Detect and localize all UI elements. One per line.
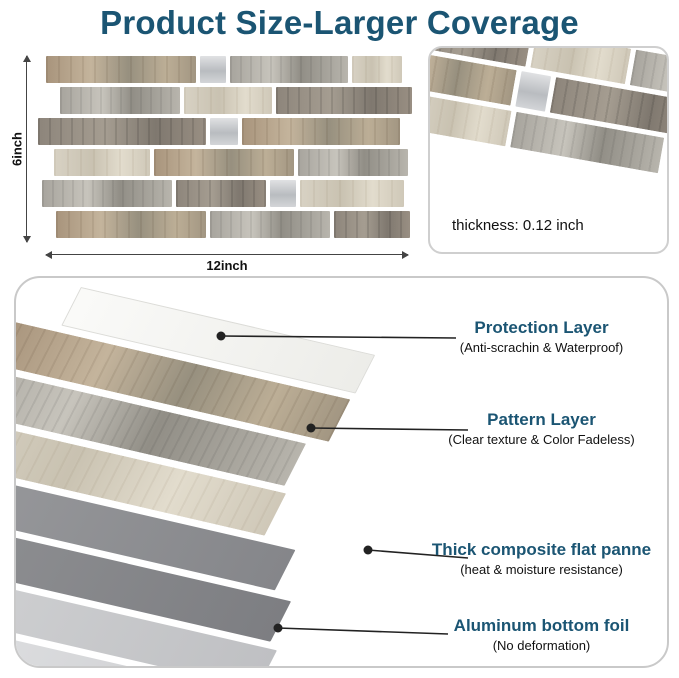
layer-title: Aluminum bottom foil <box>453 616 630 635</box>
height-label: 6inch <box>9 132 25 166</box>
plank <box>230 56 348 83</box>
plank <box>242 118 400 145</box>
layer-label-pattern: Pattern Layer (Clear texture & Color Fad… <box>424 410 659 447</box>
tile-panel-front <box>38 56 412 242</box>
plank <box>154 149 294 176</box>
plank <box>276 87 412 114</box>
width-arrow <box>45 250 409 259</box>
plank <box>210 211 330 238</box>
plank <box>56 211 206 238</box>
page-title: Product Size-Larger Coverage <box>100 4 579 41</box>
layer-subtitle: (Clear texture & Color Fadeless) <box>448 432 635 447</box>
layer-title: Pattern Layer <box>487 410 596 429</box>
plank <box>38 118 206 145</box>
plank <box>298 149 408 176</box>
plank <box>334 211 410 238</box>
plank-row <box>46 56 408 83</box>
plank-row <box>42 180 408 207</box>
plank <box>54 149 150 176</box>
plank <box>46 56 196 83</box>
height-arrow <box>22 55 31 243</box>
exploded-layers <box>16 278 471 666</box>
plank-row <box>38 118 408 145</box>
plank <box>352 56 402 83</box>
layer-subtitle: (Anti-scrachin & Waterproof) <box>459 340 624 355</box>
layer-title: Protection Layer <box>474 318 609 337</box>
thickness-label: thickness: 0.12 inch <box>452 217 584 234</box>
plank <box>176 180 266 207</box>
layer-subtitle: (No deformation) <box>492 638 591 653</box>
plank <box>300 180 404 207</box>
width-label: 12inch <box>206 258 248 273</box>
plank-row <box>54 149 408 176</box>
layer-label-protection: Protection Layer (Anti-scrachin & Waterp… <box>424 318 659 355</box>
plank-aluminum <box>270 180 296 207</box>
plank <box>60 87 180 114</box>
plank <box>42 180 172 207</box>
layer-title: Thick composite flat panne <box>431 540 652 559</box>
tile-panel-angled <box>430 48 667 187</box>
plank-aluminum <box>200 56 226 83</box>
plank-row <box>60 87 412 114</box>
layer-label-aluminum: Aluminum bottom foil (No deformation) <box>424 616 659 653</box>
plank-aluminum <box>210 118 238 145</box>
thickness-box: thickness: 0.12 inch <box>428 46 669 254</box>
width-dimension: 12inch <box>45 250 409 276</box>
plank-aluminum <box>515 71 552 112</box>
plank <box>184 87 272 114</box>
layer-subtitle: (heat & moisture resistance) <box>460 562 623 577</box>
layer-label-composite: Thick composite flat panne (heat & moist… <box>424 540 659 577</box>
plank-row <box>56 211 410 238</box>
size-figure: 6inch <box>9 52 416 276</box>
layers-diagram: Protection Layer (Anti-scrachin & Waterp… <box>14 276 669 668</box>
height-dimension: 6inch <box>9 55 38 243</box>
